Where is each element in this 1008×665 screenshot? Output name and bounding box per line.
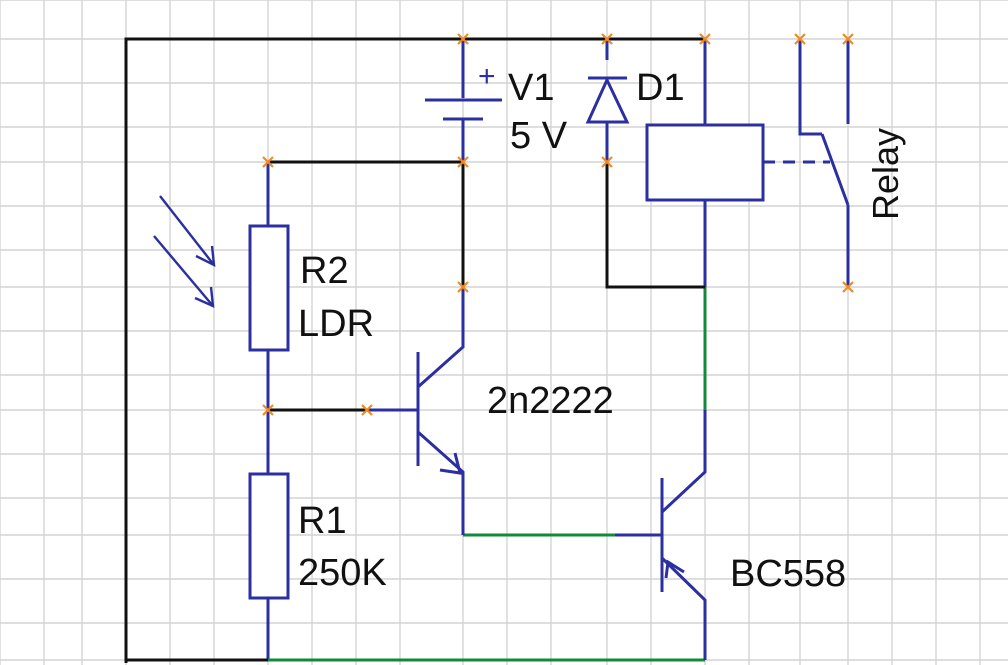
pin-marker (361, 404, 373, 416)
pnp-emitter (660, 556, 707, 660)
battery-plus-sign: + (478, 60, 496, 93)
wires (124, 37, 707, 663)
resistor-body (248, 472, 290, 600)
pin-marker (794, 33, 806, 45)
pin-marker (842, 281, 854, 293)
diode-d1: D1 (585, 67, 685, 124)
pnp-emitter-arrow (664, 559, 685, 579)
npn-name: 2n2222 (487, 380, 614, 422)
npn-transistor: 2n2222 (416, 287, 614, 535)
pin-marker (262, 404, 274, 416)
pin-marker (842, 33, 854, 45)
pin-marker (699, 33, 711, 45)
battery-v1: + V1 5 V (425, 60, 568, 157)
relay-coil (645, 123, 765, 202)
pin-marker (457, 156, 469, 168)
ldr-body (248, 224, 290, 352)
resistor-name: R1 (298, 500, 347, 542)
diode-name: D1 (636, 67, 685, 109)
pin-marker (262, 156, 274, 168)
pnp-name: BC558 (730, 553, 846, 595)
diode-triangle (585, 76, 630, 124)
npn-emitter (417, 430, 465, 535)
resistor-r1: R1 250K (248, 472, 387, 600)
wire-top-rail (124, 37, 705, 663)
ldr-r2: R2 LDR (153, 195, 374, 352)
ldr-value: LDR (298, 303, 374, 345)
wire-diode-return (605, 162, 705, 289)
battery-name: V1 (508, 67, 554, 109)
pin-markers (262, 33, 854, 416)
pnp-transistor: BC558 (660, 468, 846, 660)
npn-collector (417, 287, 465, 389)
pin-marker (457, 33, 469, 45)
pnp-collector (660, 468, 707, 514)
relay-label: Relay (865, 128, 906, 220)
light-arrows (153, 195, 216, 308)
pin-marker (601, 33, 613, 45)
npn-emitter-arrow (439, 452, 463, 475)
battery-value: 5 V (510, 115, 568, 157)
ldr-name: R2 (300, 250, 349, 292)
relay-contact-common (798, 39, 822, 136)
pin-marker (457, 281, 469, 293)
pin-marker (601, 156, 613, 168)
relay: Relay (645, 39, 906, 287)
resistor-value: 250K (298, 552, 387, 594)
relay-switch-blade (820, 133, 850, 206)
